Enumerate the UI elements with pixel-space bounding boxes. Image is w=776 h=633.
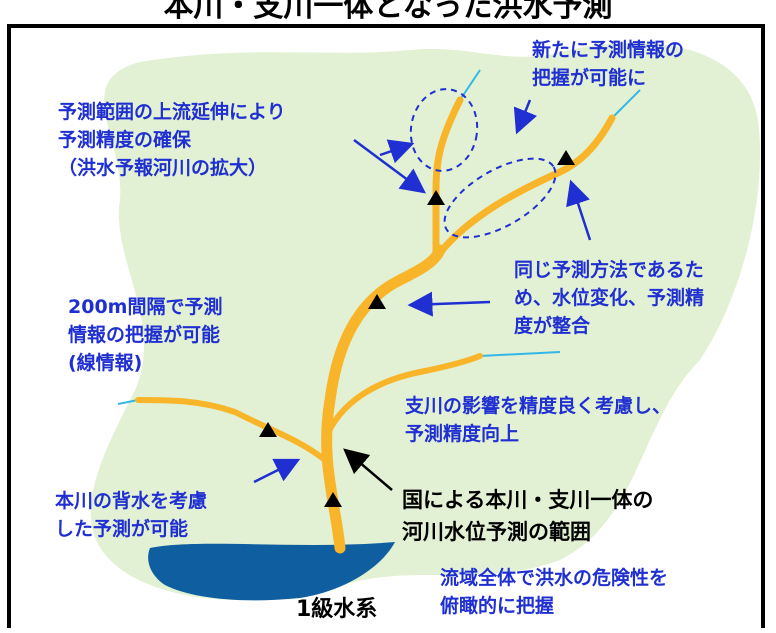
station-marker <box>324 492 342 507</box>
river-network <box>135 96 616 554</box>
label-200m-interval: 200m間隔で予測 情報の把握が可能 (線情報) <box>68 296 223 374</box>
station-marker <box>427 190 445 205</box>
water-level-stations <box>259 150 575 507</box>
label-upstream-extension: 予測範囲の上流延伸により 予測精度の確保 （洪水予報河川の拡大） <box>58 101 286 179</box>
upper-branch-highlight <box>409 88 479 172</box>
label-national-scope: 国による本川・支川一体の 河川水位予測の範囲 <box>402 488 654 544</box>
highlight-ellipses <box>409 88 557 239</box>
river-basin-area <box>90 42 761 601</box>
annotation-arrows <box>253 99 592 484</box>
west-tributary <box>135 397 328 463</box>
scope-arrow <box>343 448 393 491</box>
northwest-branch <box>432 96 464 259</box>
label-same-method: 同じ予測方法であるた め、水位変化、予測精 度が整合 <box>514 259 705 337</box>
northeast-branch <box>434 114 616 259</box>
label-backwater: 本川の背水を考慮 した予測が可能 <box>55 490 208 540</box>
label-new-prediction: 新たに予測情報の 把握が可能に <box>532 39 685 89</box>
east-tributary <box>322 353 483 443</box>
station-marker <box>557 150 575 165</box>
station-marker <box>368 294 386 309</box>
label-basin-overview: 流域全体で洪水の危険性を 俯瞰的に把握 <box>440 567 669 617</box>
sea <box>148 542 395 601</box>
label-river-class: 1級水系 <box>296 597 378 622</box>
main-river <box>321 244 446 554</box>
station-marker <box>259 422 277 437</box>
label-tributary-influence: 支川の影響を精度良く考慮し、 予測精度向上 <box>405 395 672 445</box>
page-title: 本川・支川一体となった洪水予測 <box>163 0 613 24</box>
east-branch-highlight <box>443 157 557 239</box>
